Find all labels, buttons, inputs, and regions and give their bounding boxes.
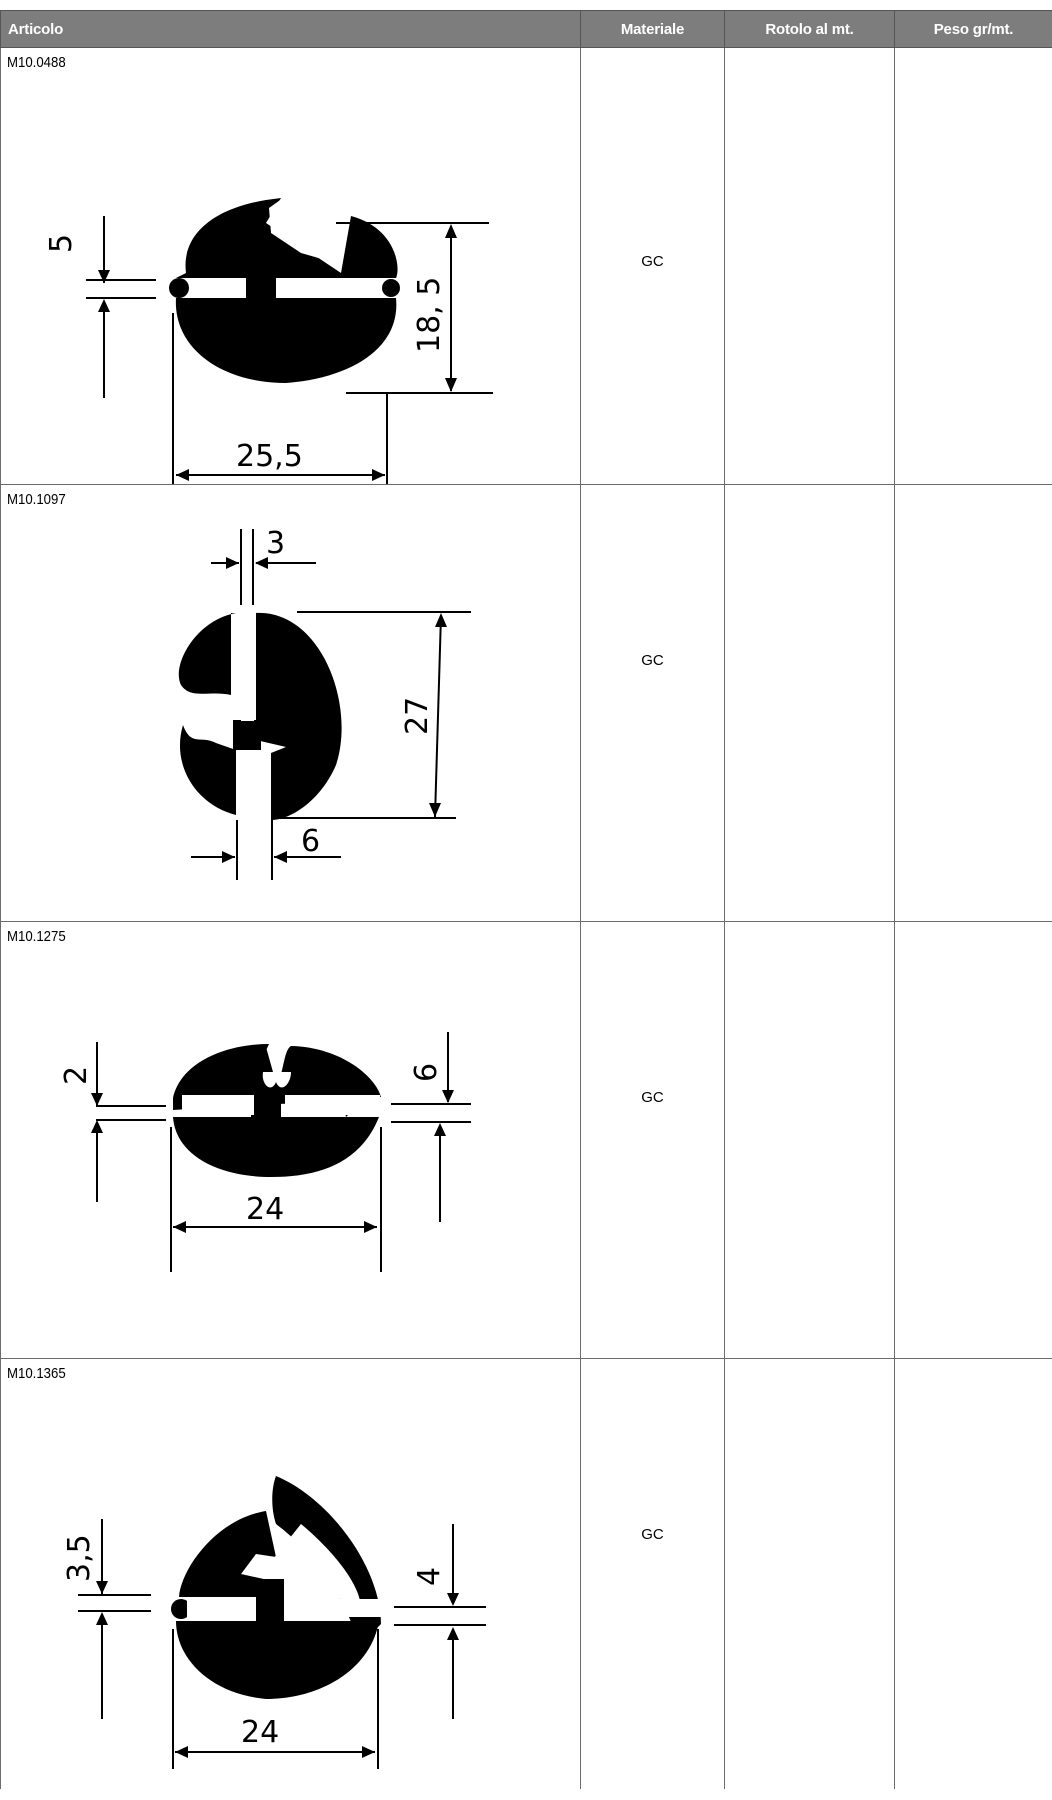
dimension-label: 6 <box>409 1063 444 1082</box>
dimension-label: 3,5 <box>62 1534 97 1582</box>
articolo-cell: M10.1275 <box>0 921 581 1359</box>
rotolo-cell <box>724 484 895 922</box>
dimension-label: 5 <box>44 234 79 253</box>
rotolo-cell <box>724 1358 895 1789</box>
dimension-label: 24 <box>241 1715 279 1750</box>
profile-drawing-m10-1275: 2 6 24 <box>59 1032 471 1272</box>
articolo-cell: M10.0488 <box>0 47 581 485</box>
header-articolo: Articolo <box>0 10 581 48</box>
material-value: GC <box>641 652 664 669</box>
header-rotolo: Rotolo al mt. <box>724 10 895 48</box>
material-value: GC <box>641 1526 664 1543</box>
material-value: GC <box>641 253 664 270</box>
table-row: M10.1097 <box>0 484 1052 922</box>
dimension-label: 18, 5 <box>412 277 447 353</box>
materiale-cell: GC <box>580 1358 725 1789</box>
dimension-label: 6 <box>301 824 320 859</box>
dimension-label: 25,5 <box>236 439 303 474</box>
peso-cell <box>894 1358 1052 1789</box>
article-code: M10.1275 <box>7 928 66 945</box>
table-row: M10.1275 <box>0 921 1052 1359</box>
peso-cell <box>894 47 1052 485</box>
articolo-cell: M10.1365 <box>0 1358 581 1789</box>
dimension-label: 24 <box>246 1192 284 1227</box>
profile-drawing-m10-1097: 3 27 6 <box>178 526 471 921</box>
profile-table: Articolo Materiale Rotolo al mt. Peso gr… <box>0 10 1052 1789</box>
rotolo-cell <box>724 47 895 485</box>
materiale-cell: GC <box>580 921 725 1359</box>
dimension-label: 4 <box>412 1567 447 1586</box>
dimension-label: 27 <box>400 697 435 735</box>
materiale-cell: GC <box>580 47 725 485</box>
profile-drawing-m10-0488: 5 18, 5 25,5 <box>44 198 493 484</box>
table-row: M10.1365 <box>0 1358 1052 1789</box>
table-row: M10.0488 <box>0 47 1052 485</box>
dimension-label: 3 <box>266 526 285 561</box>
dimension-label: 2 <box>59 1066 94 1085</box>
material-value: GC <box>641 1089 664 1106</box>
rotolo-cell <box>724 921 895 1359</box>
header-materiale: Materiale <box>580 10 725 48</box>
peso-cell <box>894 921 1052 1359</box>
profile-drawing-m10-1365: 3,5 4 24 <box>62 1476 486 1769</box>
article-code: M10.1365 <box>7 1365 66 1382</box>
article-code: M10.1097 <box>7 491 66 508</box>
table-header-row: Articolo Materiale Rotolo al mt. Peso gr… <box>0 10 1052 48</box>
materiale-cell: GC <box>580 484 725 922</box>
article-code: M10.0488 <box>7 54 66 71</box>
header-peso: Peso gr/mt. <box>894 10 1052 48</box>
peso-cell <box>894 484 1052 922</box>
articolo-cell: M10.1097 <box>0 484 581 922</box>
